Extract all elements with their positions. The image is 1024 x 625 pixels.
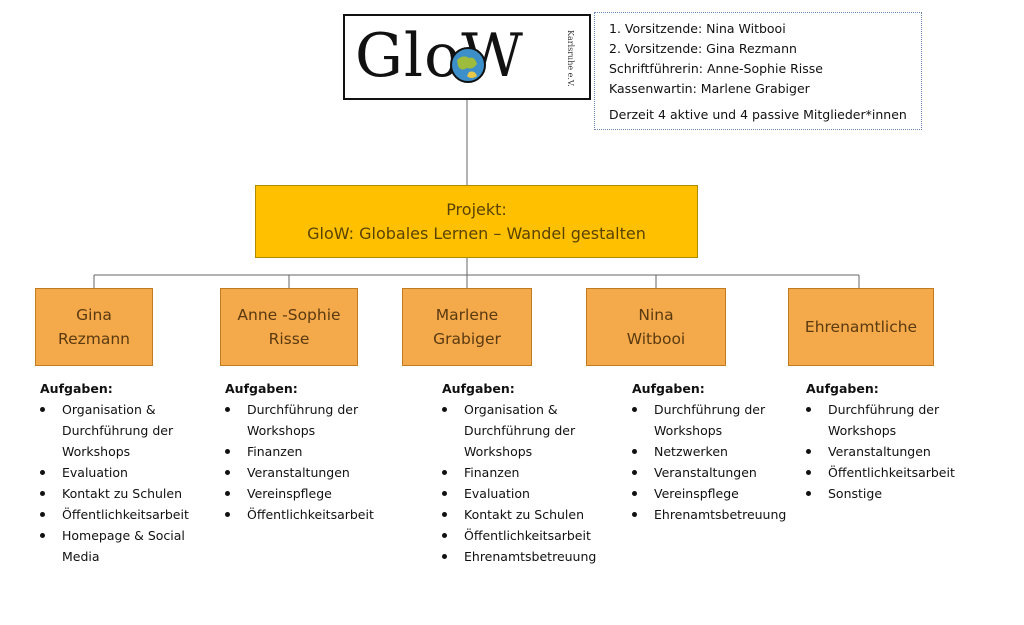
person-name-line1: Anne -Sophie <box>237 306 341 324</box>
board-line-treasurer: Kassenwartin: Marlene Grabiger <box>609 81 810 96</box>
task-item: Organisation & <box>36 399 206 420</box>
task-item: Sonstige <box>802 483 972 504</box>
task-item: Vereinspflege <box>628 483 798 504</box>
glow-logo: GloW Karlsruhe e.V. <box>343 14 591 100</box>
task-item: Durchführung der Workshops <box>802 399 972 441</box>
person-name-line1: Marlene <box>435 306 499 324</box>
project-label: Projekt: <box>446 199 507 219</box>
person-box-gina: Gina Rezmann <box>35 288 153 366</box>
task-item: Organisation & Durchführung der Workshop… <box>438 399 608 462</box>
task-item: Öffentlichkeitsarbeit <box>802 462 972 483</box>
tasks-gina: Aufgaben: Organisation & Durchführung de… <box>36 378 206 567</box>
task-item: Evaluation <box>36 462 206 483</box>
board-line-chair1: 1. Vorsitzende: Nina Witbooi <box>609 21 786 36</box>
task-item: Ehrenamtsbetreuung <box>438 546 608 567</box>
person-box-nina: Nina Witbooi <box>586 288 726 366</box>
person-name-line2: Grabiger <box>433 330 501 348</box>
task-item: Finanzen <box>438 462 608 483</box>
task-item: Veranstaltungen <box>628 462 798 483</box>
task-item: Finanzen <box>221 441 391 462</box>
task-item: Durchführung der Workshops <box>221 399 391 441</box>
task-item: Vereinspflege <box>221 483 391 504</box>
tasks-ehrenamtliche: Aufgaben: Durchführung der Workshops Ver… <box>802 378 972 504</box>
tasks-title: Aufgaben: <box>442 381 515 396</box>
person-box-ehrenamtliche: Ehrenamtliche <box>788 288 934 366</box>
tasks-marlene: Aufgaben: Organisation & Durchführung de… <box>438 378 608 567</box>
task-item: Homepage & Social Media <box>36 525 206 567</box>
person-name-line2: Risse <box>268 330 310 348</box>
task-item: Veranstaltungen <box>802 441 972 462</box>
person-name-line1: Nina <box>638 306 674 324</box>
person-name-line2: Rezmann <box>58 330 130 348</box>
task-item: Durchführung der Workshops <box>62 423 174 459</box>
tasks-title: Aufgaben: <box>632 381 705 396</box>
logo-subtitle: Karlsruhe e.V. <box>566 30 575 87</box>
board-info-box: 1. Vorsitzende: Nina Witbooi 2. Vorsitze… <box>594 12 922 130</box>
task-item: Durchführung der Workshops <box>628 399 798 441</box>
tasks-title: Aufgaben: <box>806 381 879 396</box>
task-item: Öffentlichkeitsarbeit <box>221 504 391 525</box>
person-name-line1: Ehrenamtliche <box>804 318 918 336</box>
person-box-anne-sophie: Anne -Sophie Risse <box>220 288 358 366</box>
person-name-line2: Witbooi <box>626 330 686 348</box>
tasks-anne-sophie: Aufgaben: Durchführung der Workshops Fin… <box>221 378 391 525</box>
project-box: Projekt: GloW: Globales Lernen – Wandel … <box>255 185 698 258</box>
task-item: Evaluation <box>438 483 608 504</box>
tasks-nina: Aufgaben: Durchführung der Workshops Net… <box>628 378 798 525</box>
tasks-title: Aufgaben: <box>40 381 113 396</box>
board-line-chair2: 2. Vorsitzende: Gina Rezmann <box>609 41 797 56</box>
globe-icon <box>450 47 486 83</box>
task-item: Kontakt zu Schulen <box>36 483 206 504</box>
task-item: Veranstaltungen <box>221 462 391 483</box>
task-item: Netzwerken <box>628 441 798 462</box>
task-item: Kontakt zu Schulen <box>438 504 608 525</box>
project-title: GloW: Globales Lernen – Wandel gestalten <box>307 223 646 243</box>
task-item: Ehrenamtsbetreuung <box>628 504 798 525</box>
person-box-marlene: Marlene Grabiger <box>402 288 532 366</box>
person-name-line1: Gina <box>76 306 112 324</box>
membership-summary: Derzeit 4 aktive und 4 passive Mitgliede… <box>609 107 907 122</box>
logo-wordmark: GloW <box>355 21 524 91</box>
task-item: Öffentlichkeitsarbeit <box>36 504 206 525</box>
tasks-title: Aufgaben: <box>225 381 298 396</box>
board-line-secretary: Schriftführerin: Anne-Sophie Risse <box>609 61 823 76</box>
task-item: Öffentlichkeitsarbeit <box>438 525 608 546</box>
